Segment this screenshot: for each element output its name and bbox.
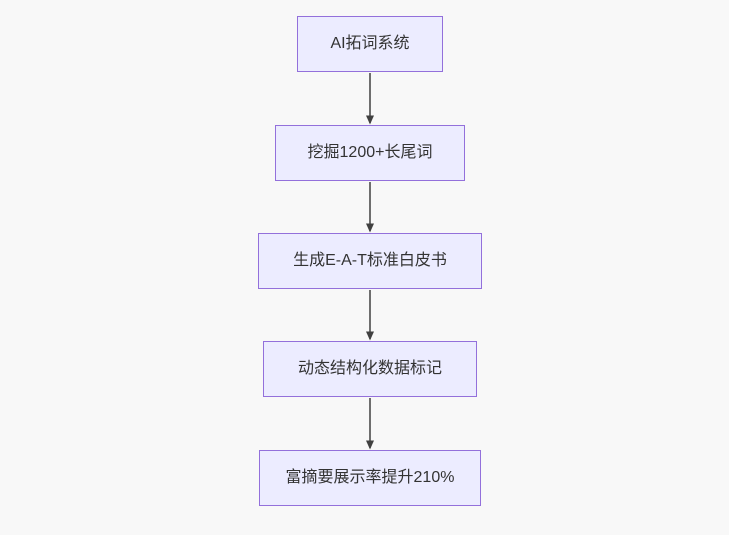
node-label: 富摘要展示率提升210% [285,469,455,487]
node-label: AI拓词系统 [330,35,410,53]
node-label: 动态结构化数据标记 [297,360,442,378]
flowchart-node-n4: 动态结构化数据标记 [263,341,477,397]
flowchart-node-n5: 富摘要展示率提升210% [259,450,481,506]
flowchart-node-n3: 生成E-A-T标准白皮书 [258,233,482,289]
node-label: 挖掘1200+长尾词 [307,144,433,162]
flowchart-node-n1: AI拓词系统 [297,16,443,72]
flowchart-node-n2: 挖掘1200+长尾词 [275,125,465,181]
node-label: 生成E-A-T标准白皮书 [293,252,447,270]
